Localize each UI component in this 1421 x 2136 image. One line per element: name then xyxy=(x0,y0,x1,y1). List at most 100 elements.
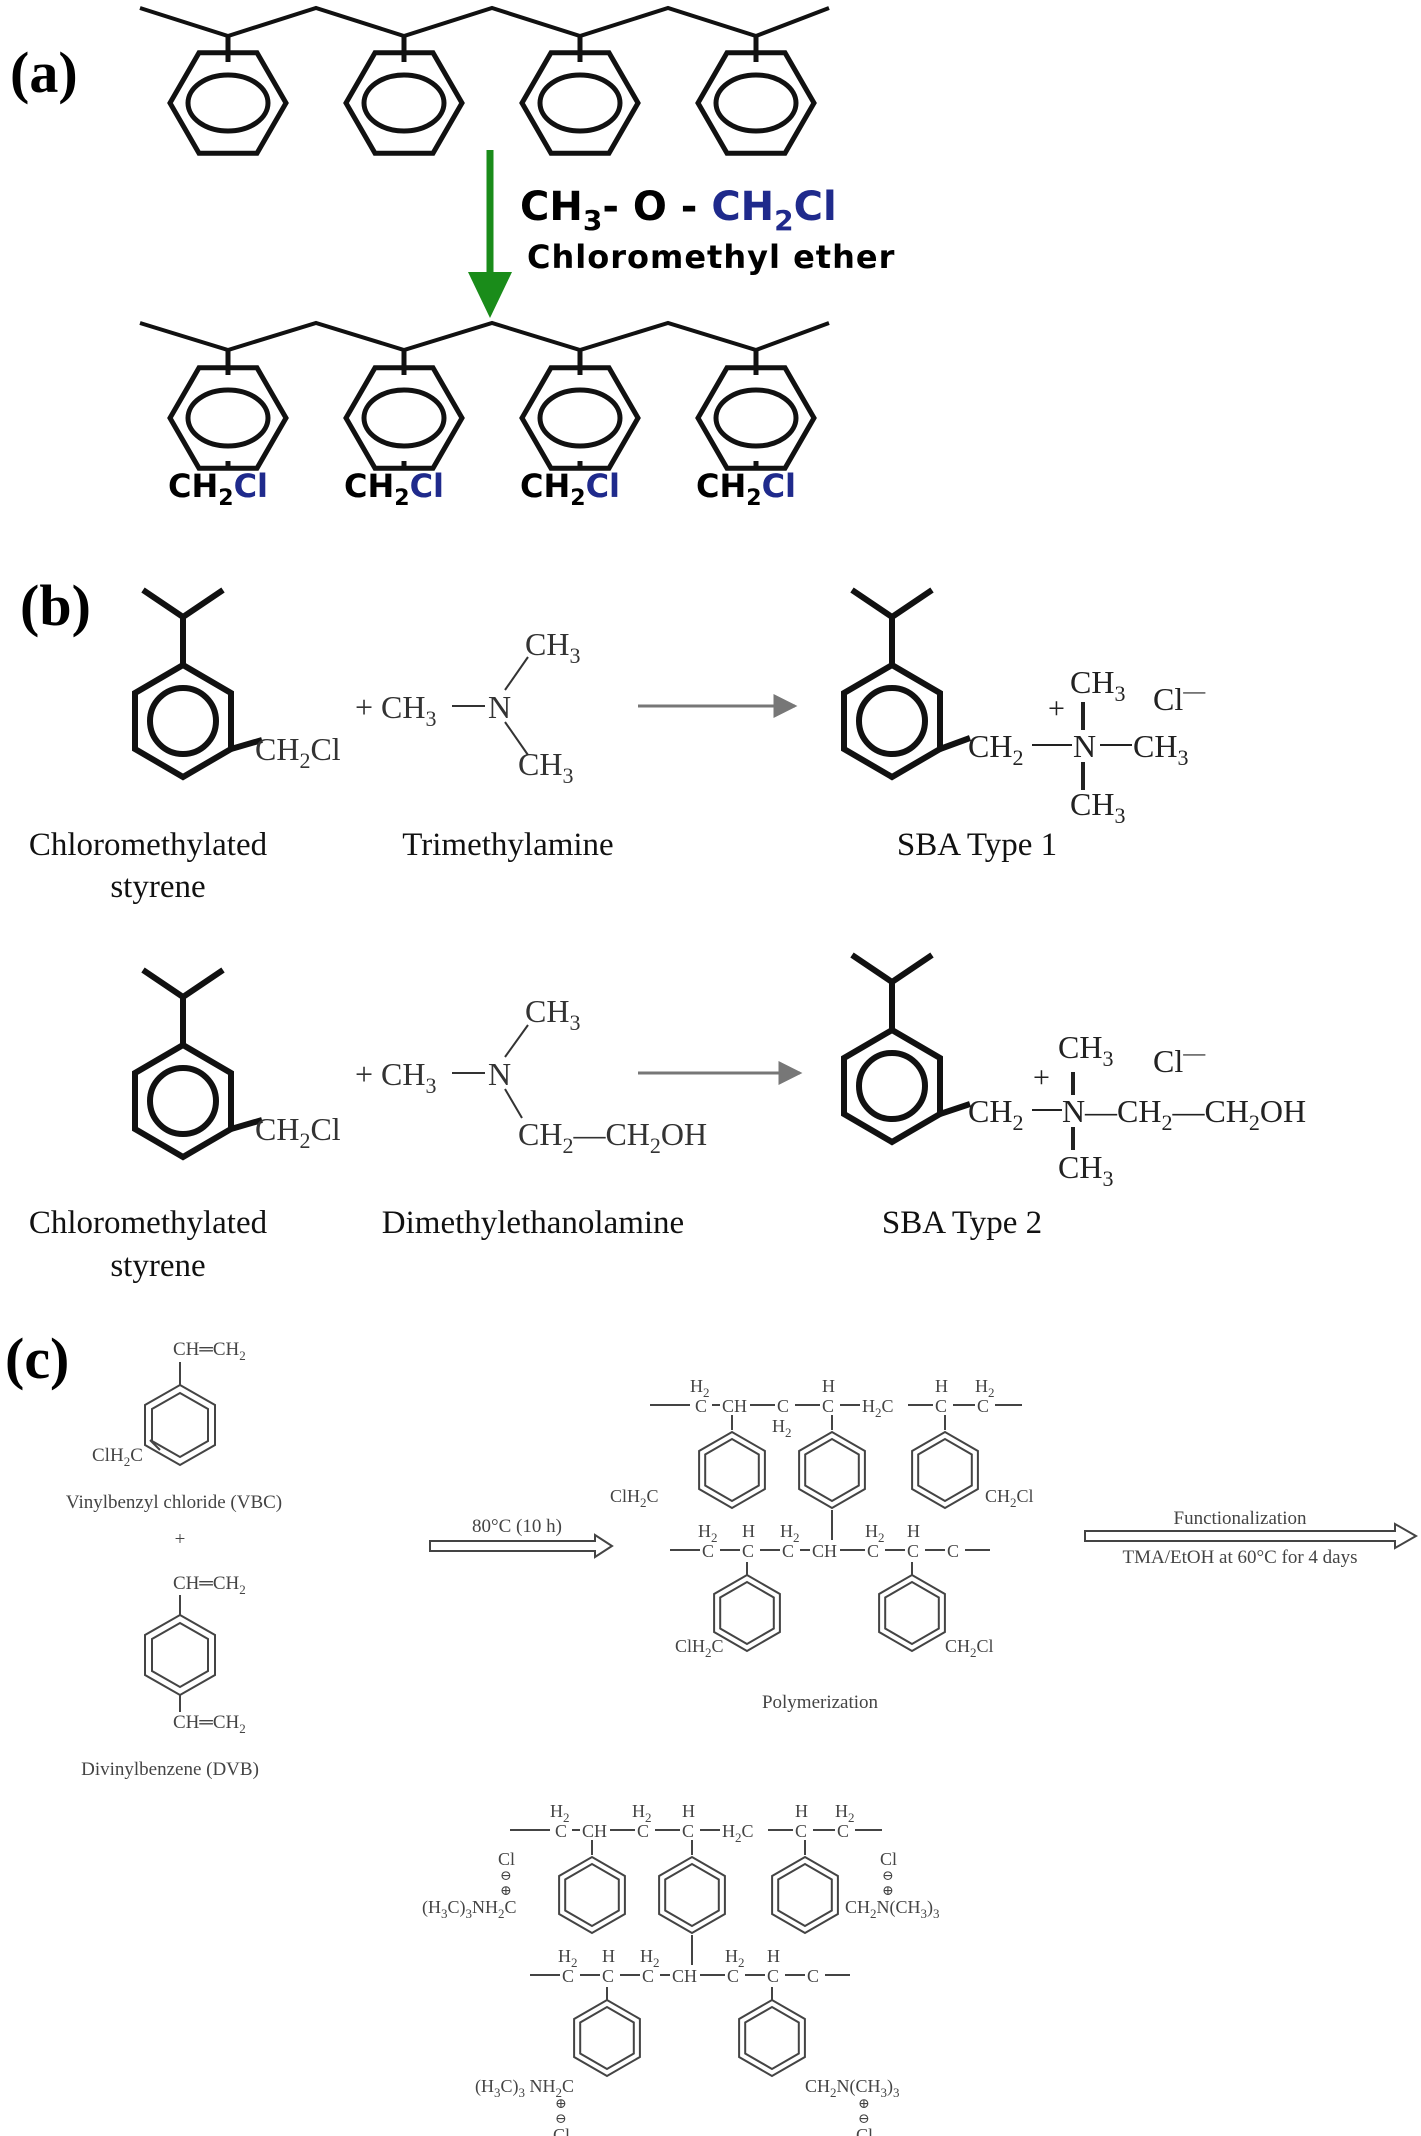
network-ring xyxy=(738,1998,806,2078)
chloromethyl-group: CH2Cl xyxy=(985,1486,1034,1510)
network-ring-inner xyxy=(704,1437,760,1503)
network-ring xyxy=(713,1573,781,1653)
dmea-bond-down xyxy=(504,1088,523,1119)
chain-h2: H2 xyxy=(550,1801,570,1825)
label-dimethylethanolamine: Dimethylethanolamine xyxy=(382,1205,684,1241)
vbc-structure xyxy=(144,1362,216,1467)
label-styrene-2: styrene xyxy=(110,1248,205,1284)
chain-carbon: C xyxy=(837,1821,849,1841)
panel-c: (c) CH═CH2 ClH2C Vinylbenzyl chloride (V… xyxy=(5,1326,1419,2136)
quaternary-ammonium-group: (H3C)3 NH2C xyxy=(475,2076,574,2100)
label-trimethylamine: Trimethylamine xyxy=(402,827,613,863)
dvb-vinyl-bottom: CH═CH2 xyxy=(173,1712,246,1736)
sba2-chloride: Cl— xyxy=(1153,1040,1206,1079)
chain-ch: CH xyxy=(812,1541,837,1561)
network-ring-inner xyxy=(917,1437,973,1503)
chain-h2: H2 xyxy=(725,1946,745,1970)
chloride-anion: Cl xyxy=(856,2125,873,2136)
label-styrene-1: styrene xyxy=(110,869,205,905)
chain-carbon: C xyxy=(555,1821,567,1841)
sba1-chloride: Cl— xyxy=(1153,678,1206,717)
chloromethyl-substituent: CH2Cl xyxy=(344,467,444,511)
sba2-ch2: CH2 xyxy=(968,1093,1023,1135)
chain-carbon: C xyxy=(867,1541,879,1561)
chain-h: H xyxy=(682,1801,695,1821)
aromatic-circle-bottom xyxy=(361,387,447,449)
sba1-ch3-right: CH3 xyxy=(1133,728,1188,770)
negative-charge-icon: ⊖ xyxy=(858,2112,870,2127)
condition-tma-etoh: TMA/EtOH at 60°C for 4 days xyxy=(1122,1547,1357,1568)
aromatic-circle-top xyxy=(361,72,447,134)
chloride-anion: Cl xyxy=(880,1849,897,1869)
chloride-anion: Cl xyxy=(498,1849,515,1869)
label-sba-type-2: SBA Type 2 xyxy=(882,1205,1042,1241)
ring-row-top xyxy=(167,36,817,156)
chain-h2c: H2C xyxy=(722,1821,754,1845)
positive-charge-icon: ⊕ xyxy=(858,2097,870,2112)
chain-carbon: C xyxy=(642,1966,654,1986)
vbc-vinyl: CH═CH2 xyxy=(173,1339,246,1363)
benzene-ring-bottom xyxy=(343,365,465,471)
chain-carbon: C xyxy=(822,1396,834,1416)
chain-h2: H2 xyxy=(835,1801,855,1825)
monomer-plus: + xyxy=(175,1529,186,1550)
chain-carbon: C xyxy=(947,1541,959,1561)
polymerization-label: Polymerization xyxy=(762,1692,879,1713)
chloromethyl-substituent: CH2Cl xyxy=(520,467,620,511)
aromatic-circle-bottom xyxy=(713,387,799,449)
benzene-ring-bottom xyxy=(695,365,817,471)
chain-h2: H2 xyxy=(975,1376,995,1400)
condition-80c: 80°C (10 h) xyxy=(472,1516,562,1537)
chain-h: H xyxy=(742,1521,755,1541)
benzene-ring-top xyxy=(519,50,641,156)
negative-charge-icon: ⊖ xyxy=(882,1869,894,1884)
chain-carbon: C xyxy=(795,1821,807,1841)
network-ring xyxy=(558,1855,626,1935)
network-ring xyxy=(911,1430,979,1510)
aromatic-circle-bottom xyxy=(185,387,271,449)
dmea-formula: + CH3 xyxy=(355,1056,437,1098)
trimethylamine-formula: + CH3 xyxy=(355,689,437,731)
sba2-plus: + xyxy=(1033,1061,1050,1094)
vbc-substituent: ClH2C xyxy=(92,1445,143,1469)
network-ring-crosslink xyxy=(798,1430,866,1510)
aromatic-circle-top xyxy=(713,72,799,134)
chloromethyl-group: CH2Cl xyxy=(945,1636,994,1660)
chain-carbon: C xyxy=(602,1966,614,1986)
network-ring xyxy=(698,1430,766,1510)
positive-charge-icon: ⊕ xyxy=(555,2097,567,2112)
chain-h2-below: H2 xyxy=(772,1416,792,1440)
chain-h2: H2 xyxy=(632,1801,652,1825)
chain-ch: CH xyxy=(582,1821,607,1841)
quaternary-ammonium-group: CH2N(CH3)3 xyxy=(805,2076,900,2100)
condition-functionalization: Functionalization xyxy=(1174,1508,1307,1529)
positive-charge-icon: ⊕ xyxy=(882,1884,894,1899)
chain-carbon: C xyxy=(907,1541,919,1561)
reactant-ch2cl-1: CH2Cl xyxy=(255,731,341,773)
chain-h2: H2 xyxy=(865,1521,885,1545)
dvb-structure xyxy=(144,1595,216,1712)
chain-h2: H2 xyxy=(690,1376,710,1400)
chain-ch: CH xyxy=(722,1396,747,1416)
chain-carbon: C xyxy=(977,1396,989,1416)
network-ring-inner xyxy=(884,1580,940,1646)
chain-carbon: C xyxy=(727,1966,739,1986)
benzene-ring-bottom xyxy=(519,365,641,471)
sba2-ch3-bottom: CH3 xyxy=(1058,1149,1113,1191)
chloromethylated-styrene-2 xyxy=(132,967,263,1161)
network-ring-inner xyxy=(579,2005,635,2071)
chain-carbon: C xyxy=(562,1966,574,1986)
label-sba-type-1: SBA Type 1 xyxy=(897,827,1057,863)
chloromethyl-substituent: CH2Cl xyxy=(696,467,796,511)
chain-carbon: C xyxy=(935,1396,947,1416)
sba1-ch3-top: CH3 xyxy=(1070,664,1125,706)
backbone-bottom xyxy=(139,320,830,353)
sba2-ring xyxy=(841,952,971,1146)
negative-charge-icon: ⊖ xyxy=(555,2112,567,2127)
reagent-name: Chloromethyl ether xyxy=(527,238,895,276)
benzene-ring-top xyxy=(167,50,289,156)
network-ring-inner xyxy=(719,1580,775,1646)
sba2-n: N xyxy=(1062,1093,1085,1129)
label-chloromethylated-2: Chloromethylated xyxy=(29,1205,268,1241)
